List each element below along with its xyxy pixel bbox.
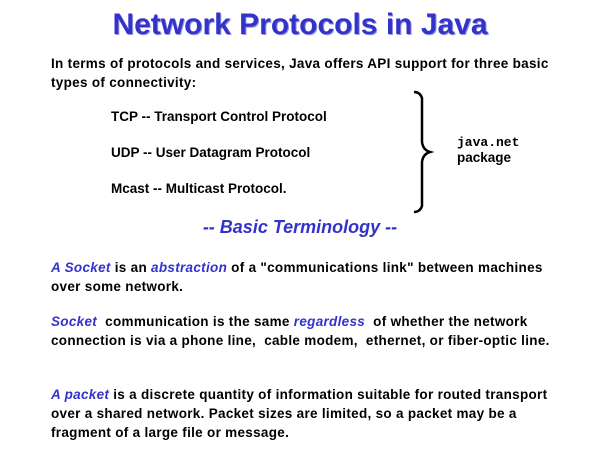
protocol-udp: UDP -- User Datagram Protocol bbox=[111, 145, 311, 160]
right-brace-icon bbox=[413, 90, 435, 214]
package-name: java.net bbox=[457, 135, 520, 150]
protocol-tcp: TCP -- Transport Control Protocol bbox=[111, 109, 327, 124]
packet-definition: A packet is a discrete quantity of infor… bbox=[51, 385, 571, 442]
protocol-mcast: Mcast -- Multicast Protocol. bbox=[111, 181, 287, 196]
text: of whether the network connection is via… bbox=[51, 314, 550, 348]
socket-communication: Socket communication is the same regardl… bbox=[51, 312, 571, 350]
socket-definition: A Socket is an abstraction of a "communi… bbox=[51, 258, 571, 296]
emphasis: abstraction bbox=[151, 260, 228, 275]
intro-text: In terms of protocols and services, Java… bbox=[51, 56, 549, 90]
package-label: java.net package bbox=[457, 135, 519, 165]
term: A Socket bbox=[51, 260, 111, 275]
package-word: package bbox=[457, 150, 512, 165]
slide-title: Network Protocols in Java bbox=[112, 8, 488, 41]
text: is an bbox=[110, 260, 152, 275]
emphasis: regardless bbox=[293, 314, 366, 329]
text: is a discrete quantity of information su… bbox=[51, 387, 548, 440]
terminology-heading: -- Basic Terminology -- bbox=[202, 217, 398, 237]
term: A packet bbox=[51, 387, 110, 402]
text: of a "communications link" between machi… bbox=[51, 260, 543, 294]
text: communication is the same bbox=[97, 314, 294, 329]
term: Socket bbox=[51, 314, 98, 329]
